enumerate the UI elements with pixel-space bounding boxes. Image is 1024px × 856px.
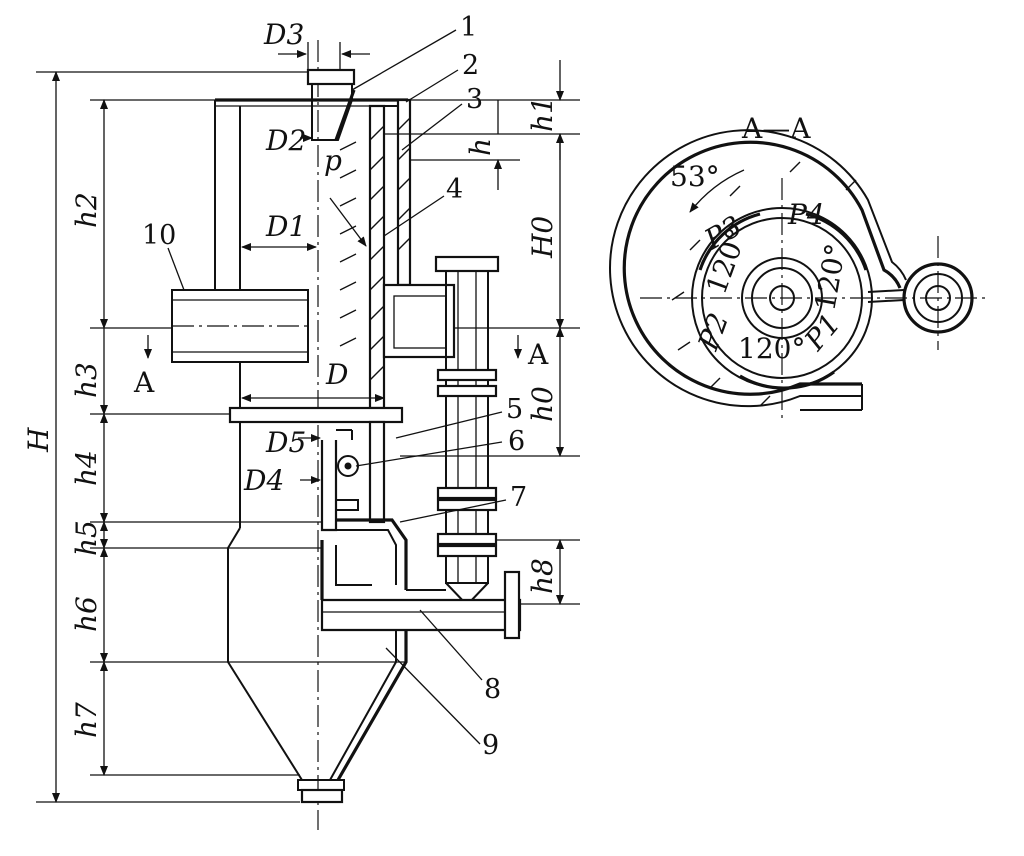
dim-h2: h2 <box>70 192 103 228</box>
dim-h: h <box>464 138 497 156</box>
part-label-10: 10 <box>142 220 176 251</box>
port-P4: P4 <box>787 198 825 231</box>
vane-column <box>339 98 412 410</box>
dimension-extensions <box>36 42 580 803</box>
dim-h4: h4 <box>70 450 103 486</box>
inner-cylinder <box>214 100 241 410</box>
dim-h0: h0 <box>526 386 559 422</box>
angle-53: 53° <box>670 160 720 193</box>
part-label-6: 6 <box>508 426 525 457</box>
dimension-lines <box>52 50 564 803</box>
dim-D2: D2 <box>265 124 306 157</box>
dim-H: H <box>22 427 55 453</box>
dim-D1: D1 <box>265 210 306 243</box>
leader-lines <box>167 29 507 745</box>
section-view-aa: A—A <box>609 112 990 420</box>
section-marker-right: A <box>527 338 549 371</box>
dim-D5: D5 <box>265 426 306 459</box>
elevation-view: 1 2 3 4 5 6 7 8 9 10 D3 D2 D1 D D5 D4 p … <box>22 12 580 830</box>
dim-h8: h8 <box>526 558 559 594</box>
dim-h1: h1 <box>526 96 559 132</box>
dim-D3: D3 <box>263 18 304 51</box>
dim-h6: h6 <box>70 596 103 632</box>
section-marker-left: A <box>133 366 155 399</box>
dim-H0: H0 <box>526 216 559 259</box>
dim-h5: h5 <box>70 520 103 556</box>
dim-D4: D4 <box>243 464 284 497</box>
angle-120-bottom: 120° <box>738 332 805 365</box>
side-pipe-outer <box>902 262 974 334</box>
lower-chamber <box>320 420 522 640</box>
part-label-7: 7 <box>510 482 527 513</box>
volute-outer-wall <box>622 140 902 396</box>
part-label-3: 3 <box>466 84 483 115</box>
top-outlet-pipe <box>306 68 356 141</box>
angle-120-right: 120° <box>808 241 852 313</box>
middle-flange <box>228 406 404 424</box>
part-label-8: 8 <box>484 674 501 705</box>
inlet-duct <box>171 289 309 363</box>
dim-p: p <box>324 144 342 177</box>
dim-D: D <box>325 358 348 391</box>
part-label-4: 4 <box>446 174 463 205</box>
central-tube <box>741 257 823 339</box>
dim-h7: h7 <box>70 702 103 738</box>
port-P2: P2 <box>691 309 735 356</box>
part-label-9: 9 <box>482 730 499 761</box>
dust-hopper <box>227 422 408 804</box>
part-label-5: 5 <box>506 394 523 425</box>
part-label-1: 1 <box>460 12 477 43</box>
dim-h3: h3 <box>70 362 103 398</box>
part-label-2: 2 <box>462 50 479 81</box>
header-pipe <box>434 255 500 607</box>
tangential-inlet-box <box>382 283 456 359</box>
